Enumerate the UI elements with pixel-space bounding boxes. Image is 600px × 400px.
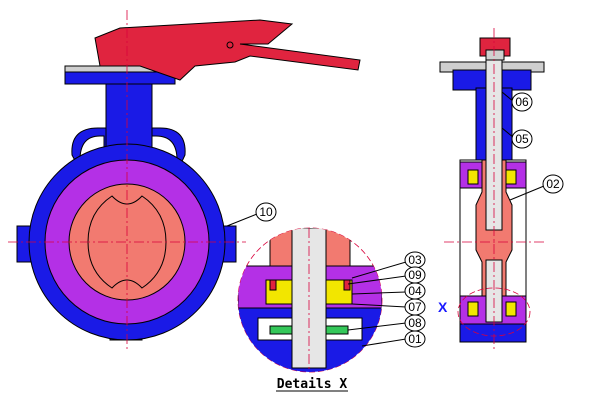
callout-07: 07: [404, 298, 426, 316]
side-upper-seal-left: [467, 169, 479, 185]
detail-x-view: 03 09 04 07 08 01 Details X: [237, 227, 426, 392]
body-neck: [105, 81, 153, 151]
callout-08: 08: [404, 314, 426, 332]
callout-10-leader: [226, 213, 258, 227]
callout-06: 06: [511, 92, 533, 112]
svg-text:01: 01: [408, 332, 422, 346]
callout-01-leader: [361, 338, 407, 347]
callout-07-leader: [351, 303, 407, 308]
detail-x-indicator: [457, 287, 531, 337]
svg-text:06: 06: [515, 95, 529, 109]
callout-05: 05: [511, 129, 533, 149]
handle-pivot: [226, 41, 234, 49]
side-view: X 06 05 02: [438, 28, 564, 352]
callout-10: 10: [255, 202, 277, 222]
stem-cap-square: [485, 49, 505, 61]
detail-bushing-left: [269, 325, 293, 335]
handle-lever[interactable]: [94, 19, 361, 81]
svg-text:10: 10: [259, 205, 273, 219]
side-upper-seal-right: [505, 169, 517, 185]
callout-04: 04: [404, 282, 426, 300]
callout-02: 02: [542, 174, 564, 194]
svg-text:07: 07: [408, 300, 422, 314]
side-lower-seal-right: [505, 301, 517, 317]
side-bottom-body: [459, 323, 527, 343]
detail-x-marker: X: [438, 299, 448, 315]
svg-text:02: 02: [546, 177, 560, 191]
side-lower-seal-left: [467, 301, 479, 317]
detail-oring-right: [343, 279, 351, 291]
callout-09: 09: [404, 266, 426, 284]
callout-02-leader: [509, 185, 545, 201]
detail-title: Details X: [277, 377, 348, 392]
callout-09-leader: [347, 275, 407, 285]
callout-04-leader: [351, 291, 407, 295]
detail-bushing-right: [325, 325, 349, 335]
callout-03: 03: [404, 251, 426, 269]
detail-oring-left: [269, 279, 277, 291]
svg-text:04: 04: [408, 284, 422, 298]
svg-text:08: 08: [408, 316, 422, 330]
callout-03-leader: [351, 261, 407, 279]
svg-text:09: 09: [408, 268, 422, 282]
svg-text:05: 05: [515, 132, 529, 146]
callout-08-leader: [347, 322, 407, 331]
svg-text:03: 03: [408, 253, 422, 267]
callout-01: 01: [404, 330, 426, 348]
front-view: 10: [8, 10, 361, 352]
